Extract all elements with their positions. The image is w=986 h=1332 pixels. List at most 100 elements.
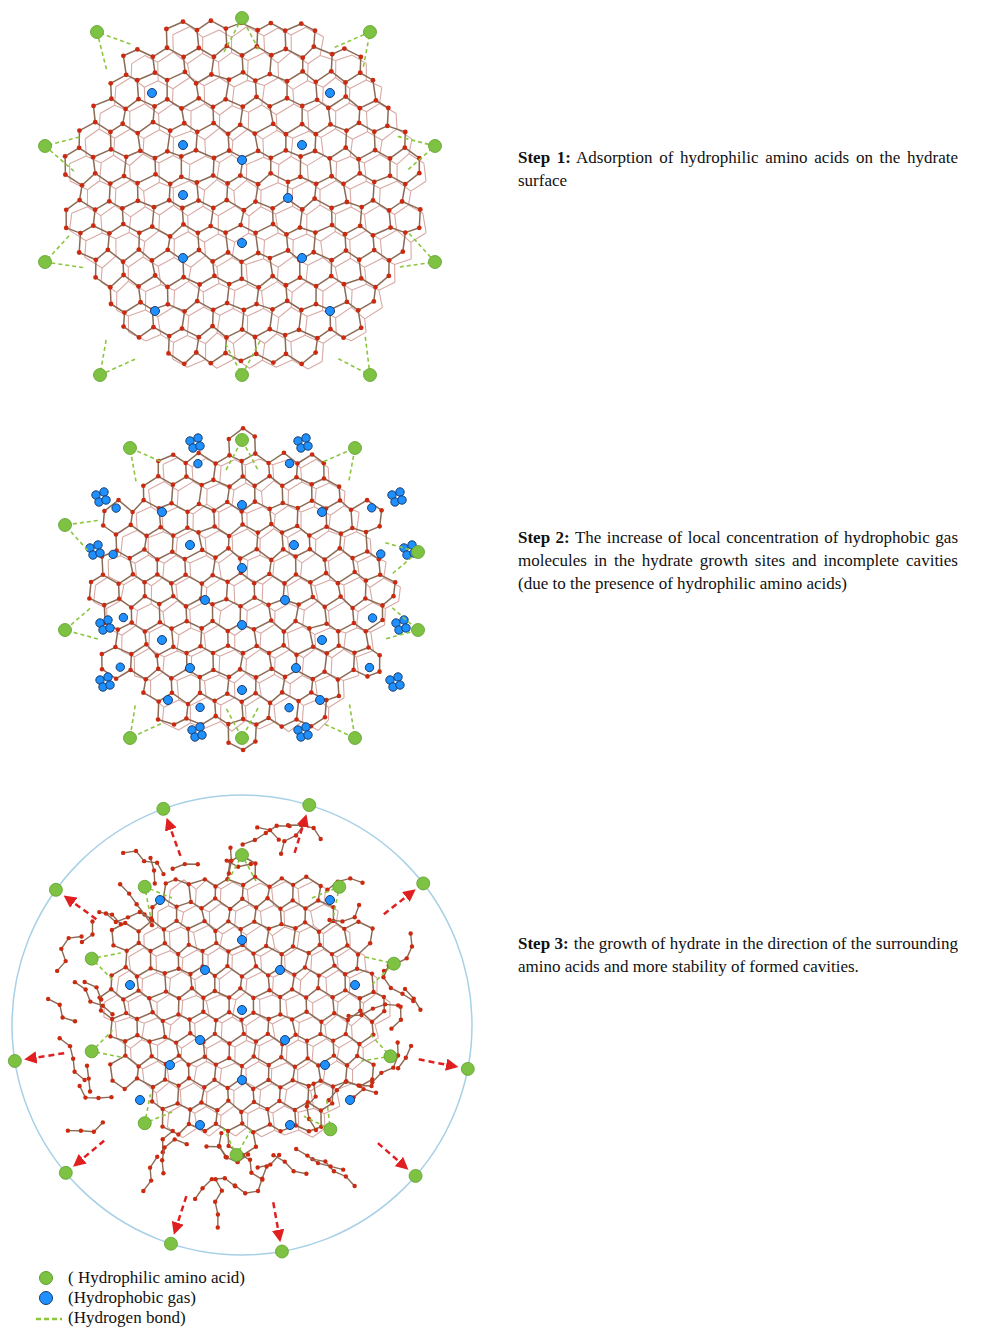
oxygen-atom — [319, 884, 323, 888]
oxygen-atom — [216, 1225, 220, 1229]
oxygen-atom — [200, 548, 205, 553]
oxygen-atom — [389, 1026, 393, 1030]
oxygen-atom — [284, 232, 289, 237]
oxygen-atom — [313, 149, 318, 154]
oxygen-atom — [77, 1084, 81, 1088]
oxygen-atom — [241, 717, 246, 722]
oxygen-atom — [280, 690, 285, 695]
oxygen-atom — [285, 79, 290, 84]
oxygen-atom — [130, 510, 135, 515]
oxygen-atom — [400, 249, 405, 254]
oxygen-atom — [304, 1171, 308, 1175]
oxygen-atom — [387, 208, 392, 213]
oxygen-atom — [238, 173, 243, 178]
oxygen-atom — [240, 327, 245, 332]
amino-acid — [417, 877, 430, 890]
oxygen-atom — [211, 651, 216, 656]
oxygen-atom — [283, 333, 288, 338]
amino-acid — [461, 1062, 474, 1075]
oxygen-atom — [116, 498, 121, 503]
oxygen-atom — [248, 1158, 252, 1162]
oxygen-atom — [77, 145, 82, 150]
oxygen-atom — [185, 526, 190, 531]
oxygen-atom — [210, 259, 215, 264]
oxygen-atom — [213, 929, 217, 933]
oxygen-atom — [319, 1019, 323, 1023]
oxygen-atom — [365, 549, 370, 554]
oxygen-atom — [241, 70, 246, 75]
oxygen-atom — [227, 77, 232, 82]
gas-molecule — [285, 459, 293, 467]
oxygen-atom — [225, 500, 230, 505]
oxygen-atom — [331, 1038, 335, 1042]
oxygen-atom — [332, 1011, 336, 1015]
oxygen-atom — [153, 273, 158, 278]
gas-molecule — [302, 434, 310, 442]
oxygen-atom — [295, 461, 300, 466]
oxygen-atom — [280, 876, 284, 880]
oxygen-atom — [296, 602, 301, 607]
oxygen-atom — [227, 534, 232, 539]
oxygen-atom — [183, 572, 188, 577]
oxygen-atom — [366, 645, 371, 650]
oxygen-atom — [123, 1087, 127, 1091]
oxygen-atom — [66, 936, 70, 940]
oxygen-atom — [184, 604, 189, 609]
front-lattice — [63, 18, 423, 366]
oxygen-atom — [279, 852, 283, 856]
oxygen-atom — [342, 46, 347, 51]
oxygen-atom — [298, 275, 303, 280]
step-number: Step 1: — [518, 148, 571, 167]
oxygen-atom — [170, 550, 175, 555]
oxygen-atom — [156, 474, 161, 479]
oxygen-atom — [129, 605, 134, 610]
amino-acid — [275, 1245, 288, 1258]
oxygen-atom — [372, 129, 377, 134]
oxygen-atom — [167, 198, 172, 203]
oxygen-atom — [83, 987, 87, 991]
oxygen-atom — [268, 21, 273, 26]
oxygen-atom — [186, 702, 191, 707]
oxygen-atom — [240, 1121, 244, 1125]
oxygen-atom — [137, 941, 141, 945]
oxygen-atom — [211, 478, 216, 483]
oxygen-atom — [121, 997, 125, 1001]
oxygen-atom — [135, 181, 140, 186]
oxygen-atom — [161, 1019, 165, 1023]
oxygen-atom — [310, 677, 315, 682]
oxygen-atom — [268, 155, 273, 160]
oxygen-atom — [162, 1145, 166, 1149]
oxygen-atom — [264, 1164, 268, 1168]
oxygen-atom — [240, 474, 245, 479]
oxygen-atom — [270, 206, 275, 211]
oxygen-atom — [136, 284, 141, 289]
gas-molecule — [238, 564, 247, 573]
oxygen-atom — [193, 1197, 197, 1201]
oxygen-atom — [116, 627, 121, 632]
oxygen-atom — [317, 929, 321, 933]
oxygen-atom — [110, 1017, 114, 1021]
oxygen-atom — [212, 54, 217, 59]
oxygen-atom — [330, 1101, 334, 1105]
gas-molecule — [290, 541, 299, 550]
oxygen-atom — [341, 335, 346, 340]
oxygen-atom — [108, 285, 113, 290]
oxygen-atom — [344, 1079, 348, 1083]
oxygen-atom — [188, 1107, 192, 1111]
oxygen-atom — [403, 987, 407, 991]
oxygen-atom — [127, 556, 132, 561]
oxygen-atom — [176, 1083, 180, 1087]
oxygen-atom — [253, 499, 258, 504]
oxygen-atom — [141, 1189, 145, 1193]
oxygen-atom — [94, 985, 98, 989]
gas-molecule — [276, 966, 285, 975]
oxygen-atom — [227, 675, 232, 680]
oxygen-atom — [150, 905, 154, 909]
oxygen-atom — [329, 205, 334, 210]
oxygen-atom — [251, 1087, 255, 1091]
oxygen-atom — [163, 941, 167, 945]
gas-molecule — [396, 681, 404, 689]
oxygen-atom — [356, 157, 361, 162]
oxygen-atom — [314, 302, 319, 307]
gas-molecule — [394, 673, 402, 681]
